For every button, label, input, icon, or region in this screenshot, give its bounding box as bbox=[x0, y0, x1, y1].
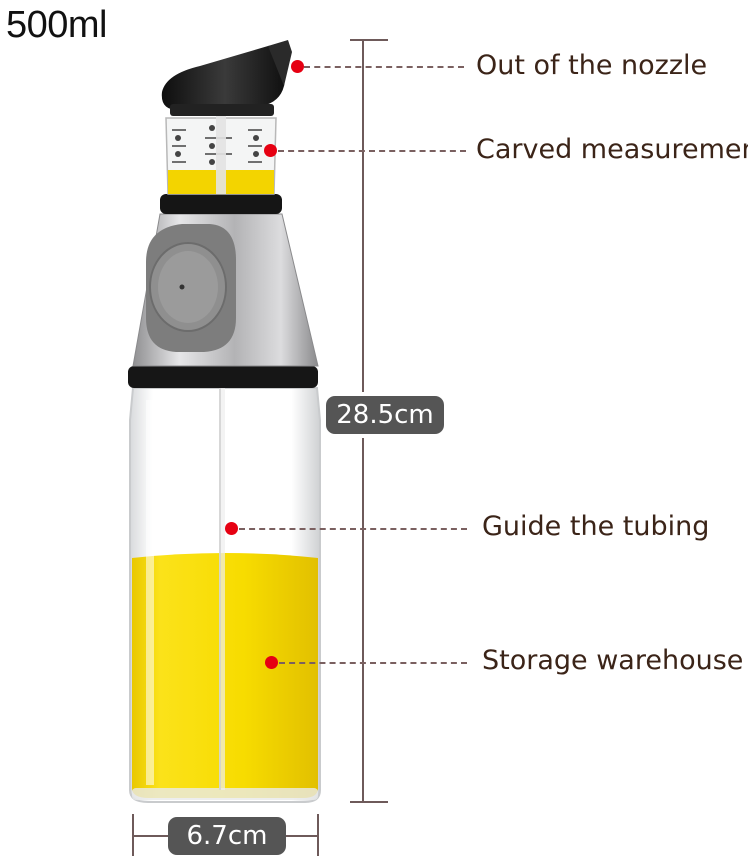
callout-measurement: Carved measurement bbox=[476, 134, 748, 165]
lower-collar bbox=[128, 366, 318, 388]
nozzle-marker-dot bbox=[291, 60, 304, 73]
callout-storage: Storage warehouse bbox=[482, 645, 744, 676]
nozzle-leader-line bbox=[304, 66, 464, 68]
height-dimension-line bbox=[350, 39, 388, 803]
upper-collar bbox=[160, 194, 282, 214]
height-label: 28.5cm bbox=[326, 396, 444, 434]
width-dimension-line bbox=[132, 814, 319, 856]
tubing-leader-line bbox=[239, 528, 467, 530]
callout-nozzle: Out of the nozzle bbox=[476, 50, 708, 81]
callout-tubing: Guide the tubing bbox=[482, 511, 710, 542]
guide-tube bbox=[219, 120, 225, 790]
tubing-marker-dot bbox=[225, 522, 238, 535]
width-label: 6.7cm bbox=[168, 817, 286, 855]
nozzle-cap bbox=[161, 40, 292, 116]
storage-marker-dot bbox=[265, 656, 278, 669]
measuring-cup bbox=[165, 104, 277, 195]
pump-button bbox=[146, 224, 236, 352]
measurement-marker-dot bbox=[264, 144, 277, 157]
measurement-leader-line bbox=[278, 150, 466, 152]
storage-leader-line bbox=[279, 662, 467, 664]
capacity-label: 500ml bbox=[6, 4, 108, 46]
